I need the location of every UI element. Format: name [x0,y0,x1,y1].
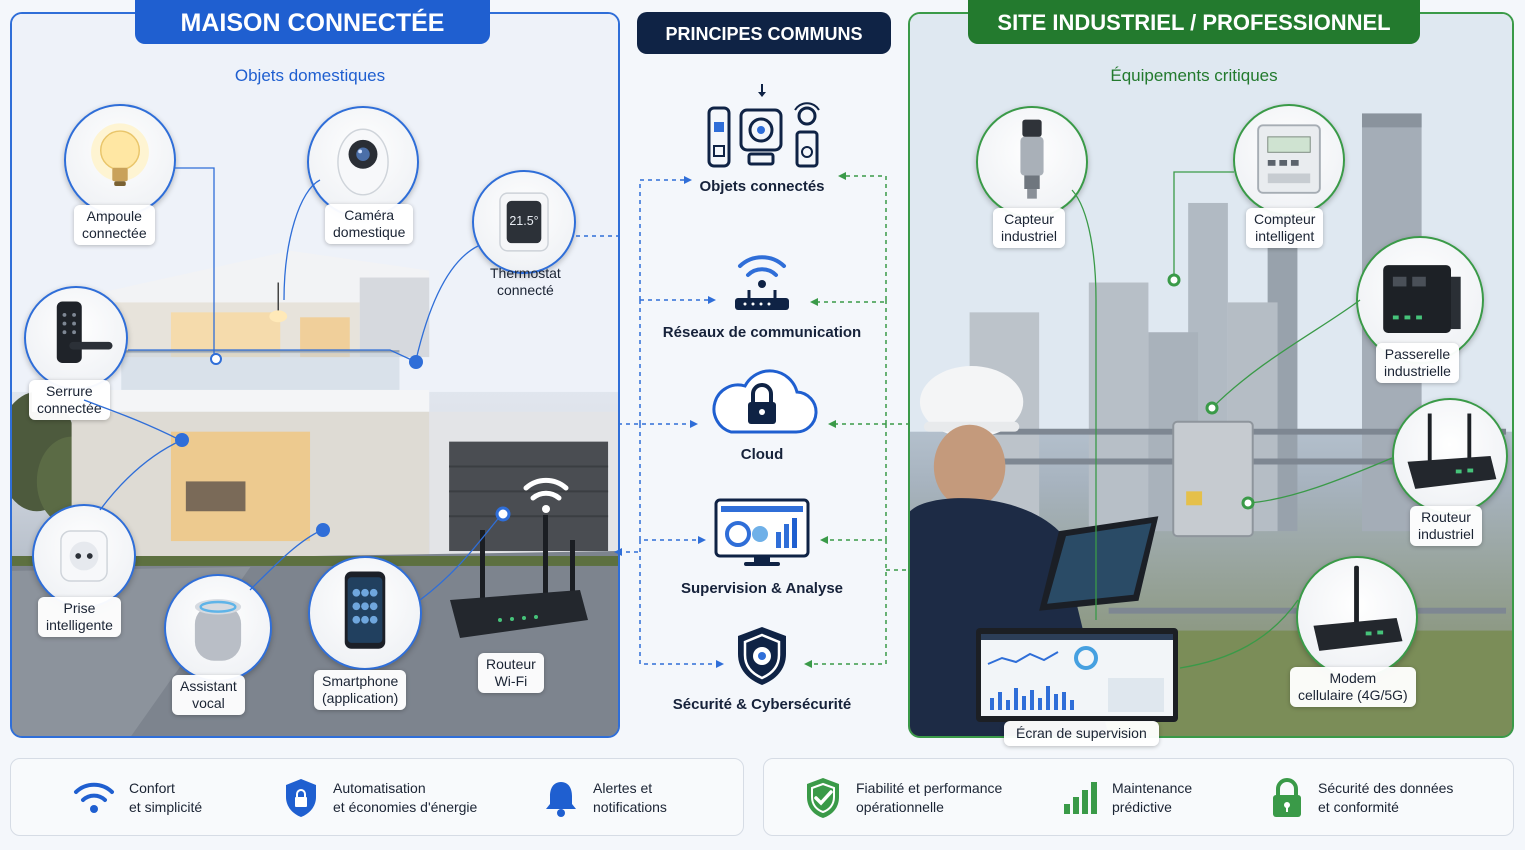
label-router: Routeur Wi-Fi [478,653,544,693]
lock-device[interactable] [24,286,128,390]
plug-device[interactable] [32,504,136,608]
label-thermostat: Thermostat connecté [490,265,561,298]
center-item-security: Sécurité & Cybersécurité [650,624,874,713]
footer-item-alerts: Alertes et notifications [543,773,667,823]
center-label-supervision: Supervision & Analyse [681,580,843,597]
thermostat-readout: 21.5° [509,214,538,228]
center-label-network: Réseaux de communication [662,324,862,341]
modem-device[interactable] [1296,556,1418,678]
footer-item-comfort: Confort et simplicité [73,773,202,823]
center-item-cloud: Cloud [650,366,874,463]
footer-item-reliability: Fiabilité et performance opérationnelle [804,773,1002,823]
smartphone-icon [344,571,386,649]
smart-lock-icon [56,301,113,363]
center-item-objects: Objets connectés [650,82,874,195]
footer-home: Confort et simplicité Automatisation et … [10,758,744,836]
footer-text-automation: Automatisation et économies d'énergie [333,780,478,815]
label-screen: Écran de supervision [1004,721,1159,746]
pressure-sensor-icon [1020,119,1044,199]
meter-device[interactable] [1233,104,1345,216]
footer-text-maintenance: Maintenance prédictive [1112,780,1193,815]
label-sensor: Capteur industriel [993,208,1066,248]
network-router-icon [735,255,789,310]
footer-industrial: Fiabilité et performance opérationnelle … [763,758,1514,836]
footer-text-reliability: Fiabilité et performance opérationnelle [856,780,1003,815]
footer-item-maintenance: Maintenance prédictive [1062,773,1192,823]
center-title: PRINCIPES COMMUNS [637,12,891,54]
footer-item-automation: Automatisation et économies d'énergie [283,773,477,823]
bulb-device[interactable] [64,104,176,216]
label-camera: Caméra domestique [325,204,414,244]
camera-device[interactable] [307,106,419,218]
voice-assistant-icon [194,599,242,661]
wifi-icon [74,782,114,813]
industrial-title: SITE INDUSTRIEL / PROFESSIONNEL [968,0,1420,44]
shield-home-icon [286,779,316,817]
industrial-subtitle: Équipements critiques [1110,66,1278,85]
cellular-modem-icon [1313,565,1403,651]
industrial-router-icon [1407,413,1497,489]
center-item-supervision: Supervision & Analyse [650,498,874,597]
label-modem: Modem cellulaire (4G/5G) [1290,667,1416,707]
gateway-icon [1383,265,1461,333]
supervision-screen[interactable] [976,628,1178,722]
industrial-router-device[interactable] [1392,398,1508,514]
footer-text-comfort: Confort et simplicité [129,780,203,815]
sensor-device[interactable] [976,106,1088,218]
center-label-objects: Objets connectés [699,178,825,195]
smart-plug-icon [60,530,108,582]
wifi-router-icon [450,477,588,638]
footer-item-data-security: Sécurité des données et conformité [1270,773,1453,823]
home-subtitle: Objets domestiques [234,66,386,85]
padlock-icon [1273,778,1301,817]
label-lock: Serrure connectée [29,380,110,420]
thermostat-device[interactable]: 21.5° [472,170,576,274]
label-meter: Compteur intelligent [1246,208,1324,248]
bulb-icon [91,123,149,187]
bar-chart-icon [1064,782,1097,814]
label-smartphone: Smartphone (application) [314,670,407,710]
monitor-analytics-icon [714,498,810,566]
center-item-network: Réseaux de communication [650,244,874,341]
shield-icon [738,627,786,685]
bell-icon [546,782,576,817]
label-assistant: Assistant vocal [172,675,245,715]
footer-text-alerts: Alertes et notifications [593,780,667,815]
label-bulb: Ampoule connectée [74,205,155,245]
thermostat-icon: 21.5° [499,192,549,252]
smart-meter-icon [1257,124,1321,194]
camera-icon [337,128,389,196]
home-title: MAISON CONNECTÉE [135,0,490,44]
center-label-security: Sécurité & Cybersécurité [672,696,852,713]
gateway-device[interactable] [1356,236,1484,364]
footer-text-data-security: Sécurité des données et conformité [1318,780,1454,815]
center-label-cloud: Cloud [740,446,784,463]
label-plug: Prise intelligente [38,597,121,637]
assistant-device[interactable] [164,574,272,682]
shield-check-icon [807,778,839,818]
smartphone-device[interactable] [308,556,422,670]
label-industrial-router: Routeur industriel [1410,506,1483,546]
cloud-lock-icon [712,369,818,434]
connected-objects-icon [707,84,820,168]
label-gateway: Passerelle industrielle [1376,343,1459,383]
